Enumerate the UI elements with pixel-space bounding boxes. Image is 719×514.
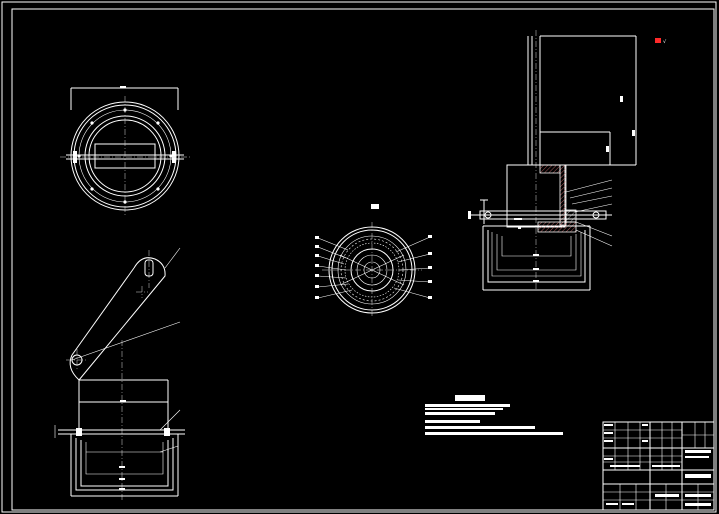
- technical-requirements-notes: [425, 395, 563, 435]
- bolt-holes: [77, 108, 173, 204]
- roughness-symbol: √: [663, 39, 667, 45]
- title-block-text-marks: [604, 424, 711, 506]
- surface-roughness-symbol: √: [655, 38, 667, 45]
- title-block: [603, 422, 714, 510]
- detail-leader-tags: [315, 235, 432, 299]
- top-view-flange: [60, 86, 190, 216]
- detail-leader-lines: [318, 237, 430, 298]
- side-view-lug-bracket: [55, 248, 185, 500]
- detail-view-circular: [315, 204, 432, 318]
- section-view-assembly: [468, 30, 636, 290]
- roughness-value-box: [655, 38, 661, 43]
- section-leader-lines: [566, 180, 612, 246]
